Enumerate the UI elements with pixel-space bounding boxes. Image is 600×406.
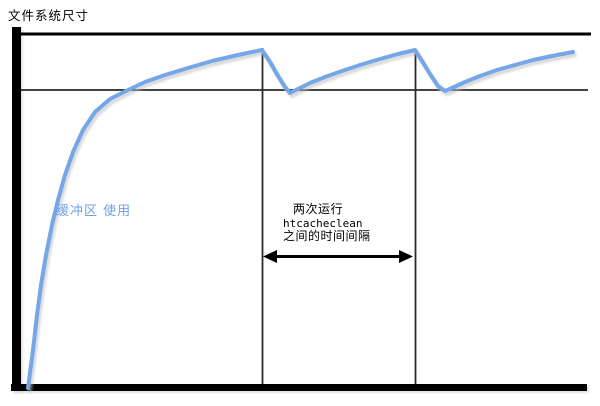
interval-arrow-left-head: [263, 250, 277, 263]
annotation-line-3: 之间的时间间隔: [283, 229, 371, 243]
y-axis: [12, 27, 21, 391]
interval-arrow-right-head: [399, 250, 413, 263]
buffer-usage-curve: [26, 48, 575, 390]
interval-annotation: 两次运行 htcacheclean 之间的时间间隔: [283, 202, 371, 244]
x-axis: [11, 384, 587, 391]
curve-label: 缓冲区 使用: [56, 204, 132, 219]
annotation-line-1: 两次运行: [293, 202, 344, 216]
interval-arrow: [263, 250, 413, 263]
y-axis-title: 文件系统尺寸: [8, 8, 90, 23]
annotation-line-2: htcacheclean: [283, 216, 363, 230]
